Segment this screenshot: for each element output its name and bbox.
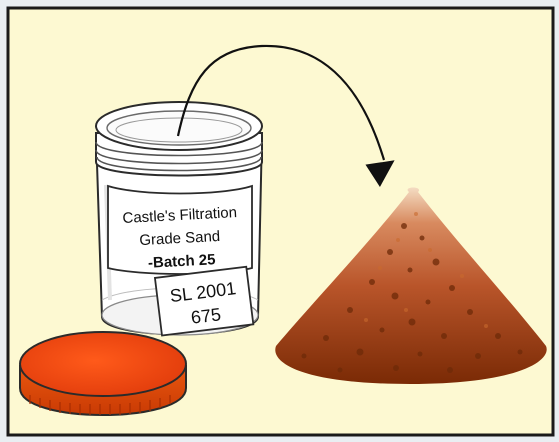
jar-lid-icon (20, 332, 186, 415)
sample-tag: SL 2001 675 (155, 267, 253, 336)
tag-line-2: 675 (190, 304, 222, 328)
label-line-3: -Batch 25 (148, 251, 216, 272)
jar-label: Castle's Filtration Grade Sand -Batch 25 (108, 186, 252, 274)
